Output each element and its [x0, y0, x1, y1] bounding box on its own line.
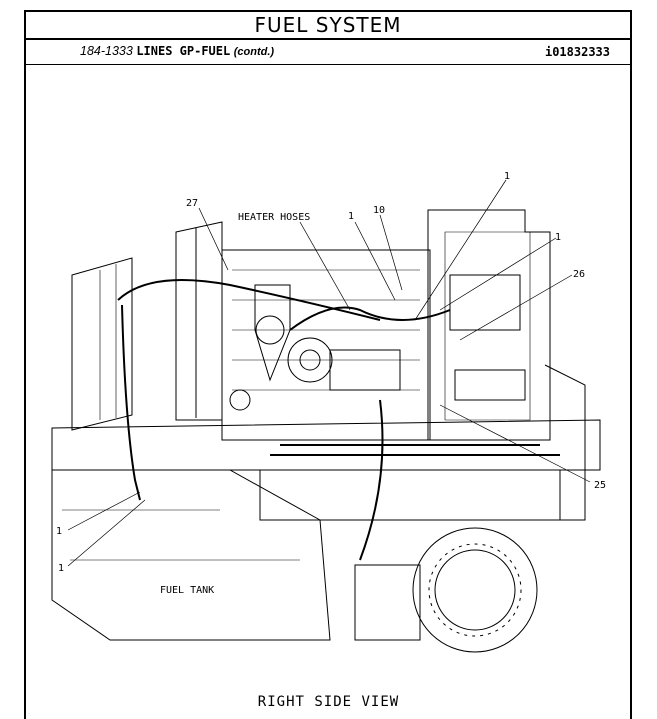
- part-continued: (contd.): [233, 46, 275, 58]
- illustration-id: i01832333: [544, 45, 610, 59]
- callout-1-a: 1: [348, 211, 354, 222]
- right-housing: [427, 209, 551, 441]
- callout-1-e: 1: [58, 563, 64, 574]
- callout-25: 25: [594, 480, 606, 491]
- page-title: FUEL SYSTEM: [254, 13, 402, 37]
- title-bar: FUEL SYSTEM: [26, 12, 630, 40]
- callout-10: 10: [373, 205, 385, 216]
- callout-26: 26: [573, 269, 585, 280]
- view-label: RIGHT SIDE VIEW: [257, 694, 400, 710]
- fuel-tank: [51, 469, 331, 641]
- heater-hoses-label: HEATER HOSES: [238, 212, 310, 223]
- subtitle-bar: 184-1333 LINES GP-FUEL (contd.) i0183233…: [26, 40, 630, 65]
- callout-27: 27: [186, 198, 198, 209]
- main-frame: [51, 419, 601, 471]
- part-number-line: 184-1333 LINES GP-FUEL (contd.): [80, 44, 274, 58]
- callout-1-c: 1: [555, 232, 561, 243]
- rear-bracket: [175, 221, 223, 421]
- fuel-tank-label: FUEL TANK: [160, 585, 214, 596]
- part-name: LINES GP-FUEL: [136, 44, 231, 58]
- left-guard-panel: [71, 257, 133, 431]
- flywheel-housing: [412, 527, 538, 653]
- fuel-pump: [449, 274, 521, 331]
- parts-sheet: FUEL SYSTEM 184-1333 LINES GP-FUEL (cont…: [24, 10, 632, 719]
- callout-1-d: 1: [56, 526, 62, 537]
- part-number: 184-1333: [80, 44, 133, 58]
- callout-1-b: 1: [504, 171, 510, 182]
- fuel-filter: [254, 284, 291, 382]
